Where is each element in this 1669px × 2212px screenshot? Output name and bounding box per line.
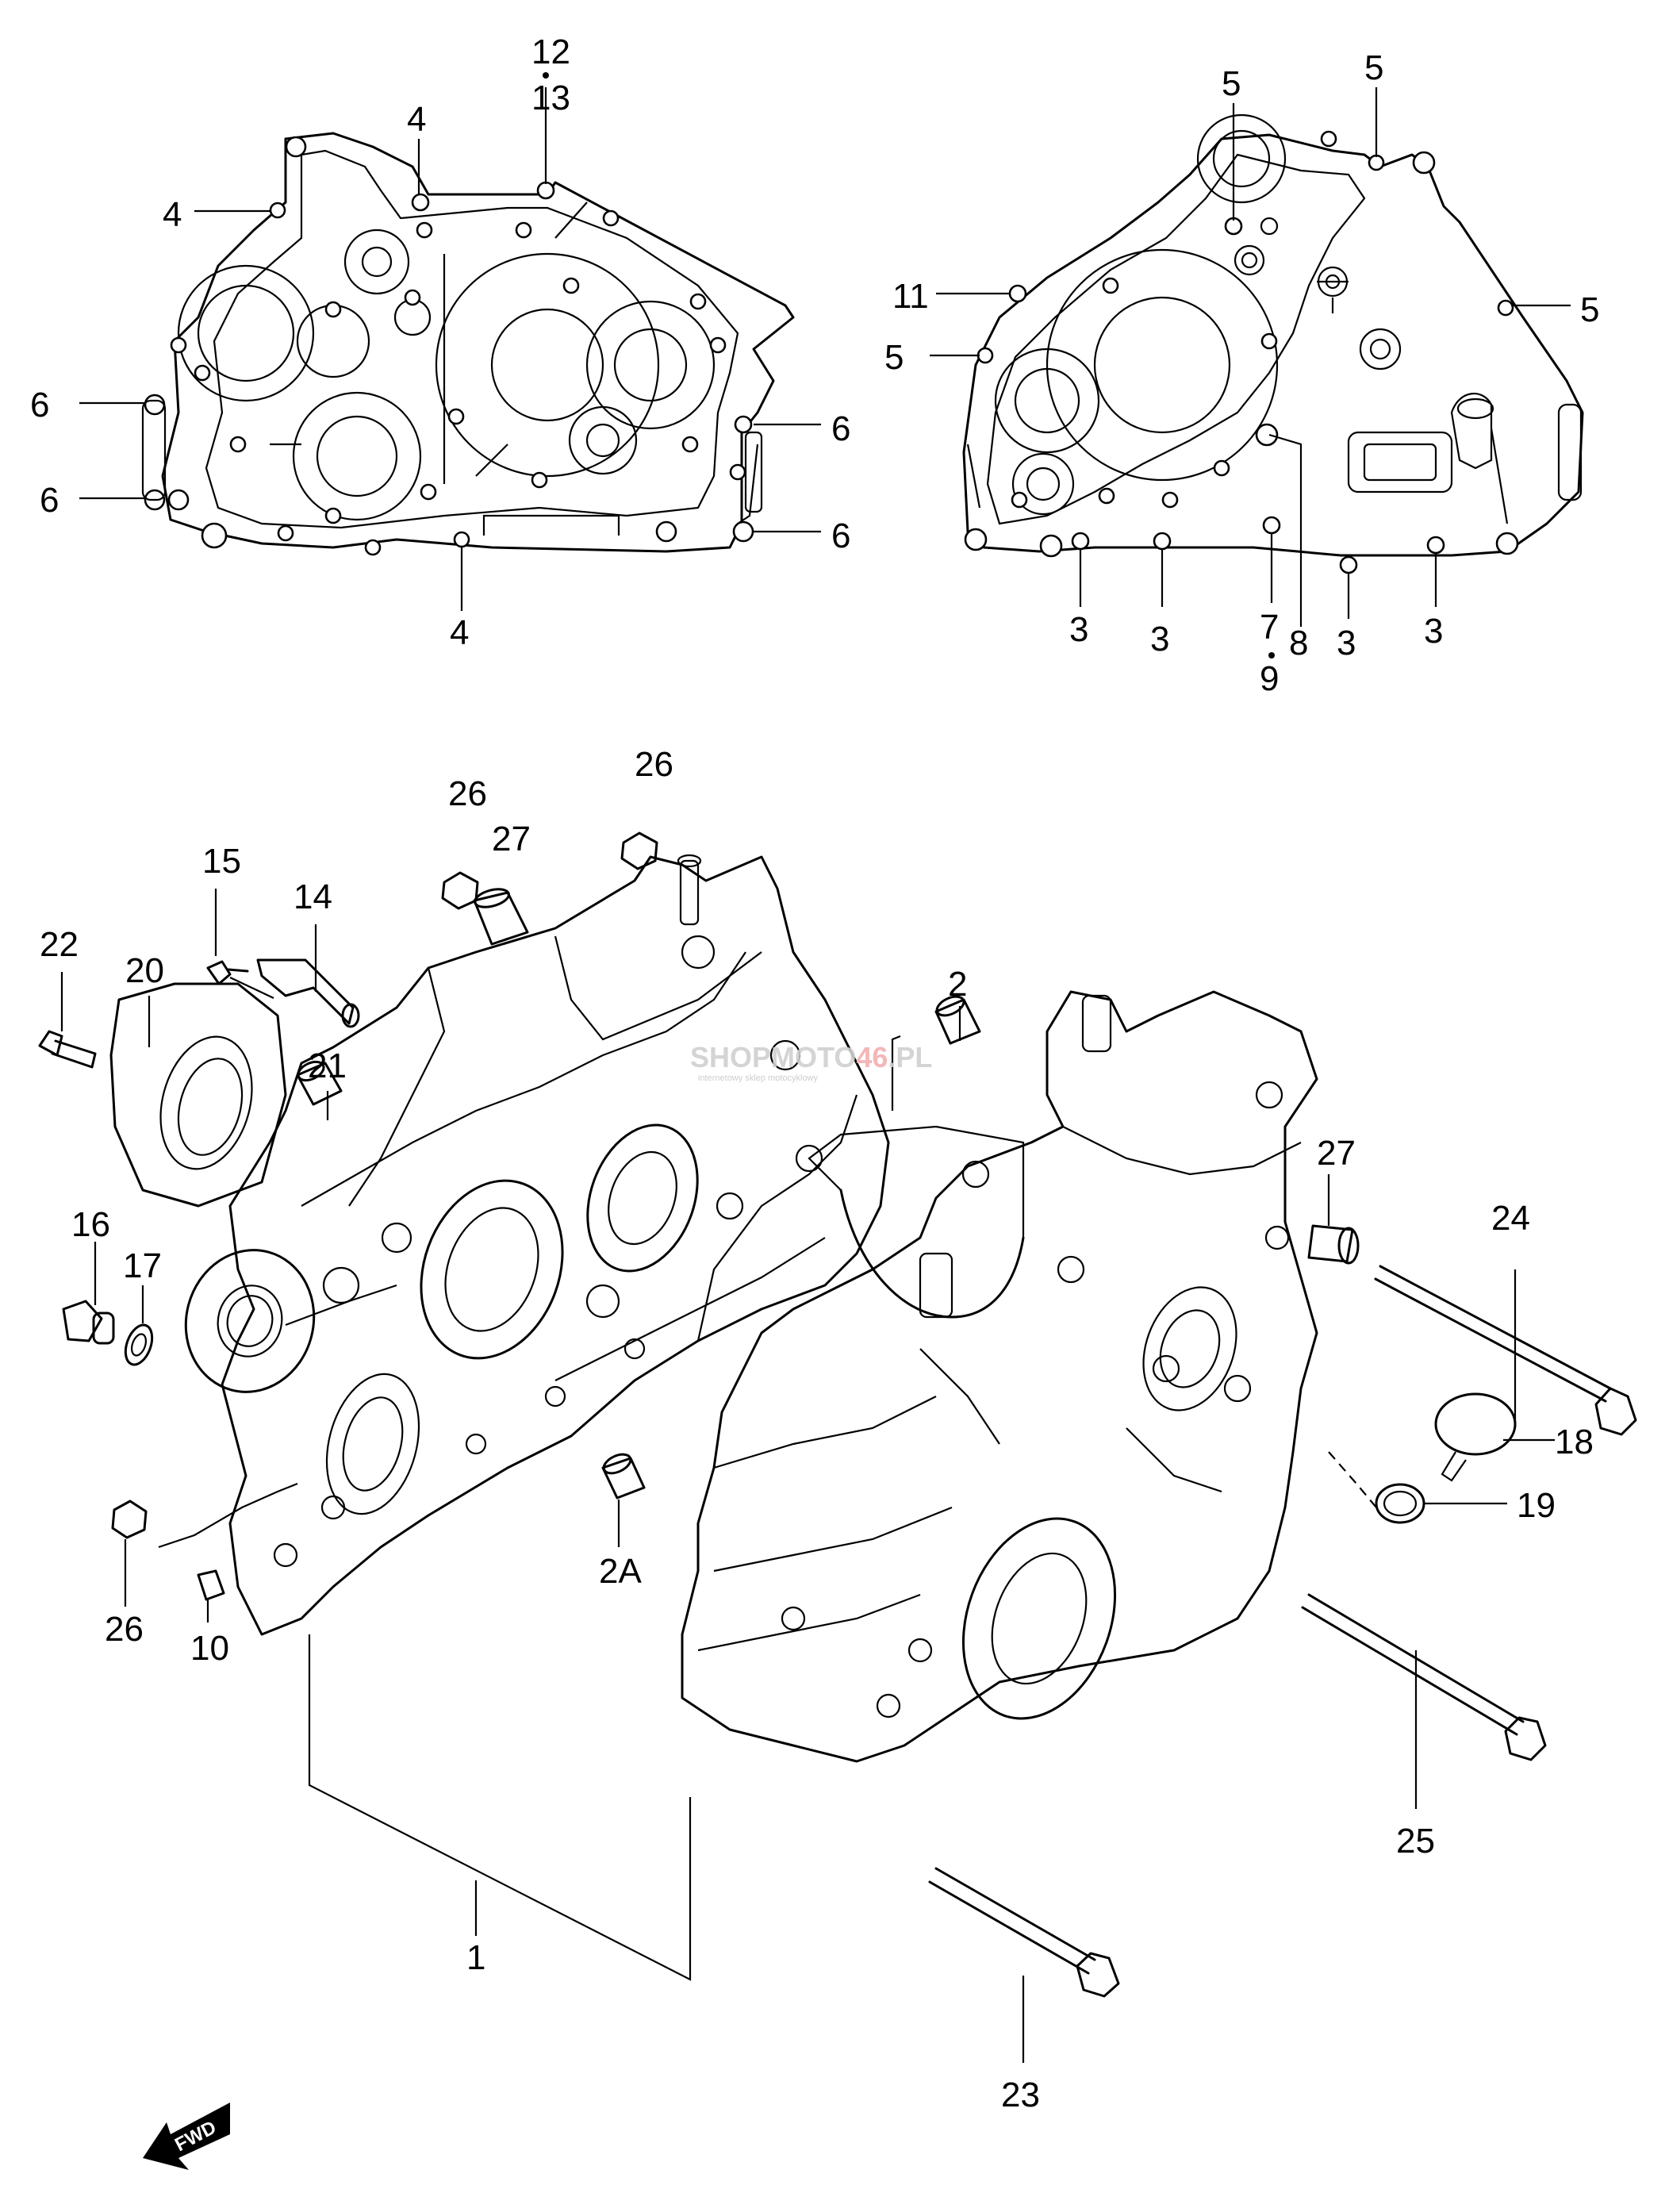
right-crankcase-inner-view — [962, 113, 1584, 574]
svg-text:SHOPMOTO46.PL: SHOPMOTO46.PL — [690, 1041, 932, 1073]
callout-4b: 4 — [163, 195, 182, 234]
watermark-part2: 46 — [856, 1041, 888, 1073]
callout-9: 9 — [1260, 659, 1279, 698]
callout-14: 14 — [294, 878, 332, 916]
callout-8: 8 — [1289, 624, 1308, 662]
right-crankcase-half-exploded — [681, 990, 1318, 1763]
watermark-part1: SHOPMOTO — [690, 1041, 856, 1073]
callout-20: 20 — [125, 951, 164, 990]
callout-5d: 5 — [884, 338, 904, 377]
callout-12: 12 — [531, 33, 570, 71]
callout-2A: 2A — [599, 1552, 642, 1591]
callout-6d: 6 — [831, 517, 850, 555]
callout-5b: 5 — [1364, 48, 1383, 87]
callout-5a: 5 — [1222, 64, 1241, 103]
callout-6c: 6 — [831, 409, 850, 448]
callout-6a: 6 — [30, 386, 49, 424]
left-crankcase-half-exploded — [221, 854, 890, 1636]
callout-17: 17 — [123, 1246, 162, 1285]
callout-7: 7 — [1260, 608, 1279, 647]
callout-1: 1 — [466, 1938, 485, 1977]
callout-18: 18 — [1555, 1423, 1594, 1461]
callout-3a: 3 — [1069, 610, 1088, 649]
callout-24: 24 — [1491, 1199, 1530, 1238]
left-crankcase-inner-view — [141, 132, 795, 556]
callout-3d: 3 — [1424, 612, 1443, 651]
callout-27b: 27 — [1317, 1134, 1356, 1173]
callout-13: 13 — [531, 79, 570, 117]
watermark-part3: .PL — [888, 1041, 932, 1073]
callout-10: 10 — [190, 1629, 229, 1668]
callout-6b: 6 — [40, 481, 59, 520]
callout-3c: 3 — [1337, 624, 1356, 662]
watermark: SHOPMOTO46.PL internetowy sklep motocykl… — [690, 1041, 932, 1083]
callout-16: 16 — [71, 1205, 110, 1244]
top-right-leaders — [930, 87, 1571, 659]
callout-labels: 12 13 4 4 4 6 6 6 6 5 5 5 5 11 3 3 3 3 7… — [30, 33, 1599, 2114]
callout-23: 23 — [1001, 2076, 1040, 2114]
callout-4a: 4 — [407, 100, 426, 139]
callout-5c: 5 — [1580, 290, 1599, 329]
callout-25: 25 — [1396, 1822, 1435, 1861]
callout-19: 19 — [1517, 1486, 1556, 1525]
callout-3b: 3 — [1150, 620, 1169, 659]
callout-22: 22 — [40, 925, 79, 964]
callout-2: 2 — [948, 965, 967, 1004]
watermark-sub: internetowy sklep motocyklowy — [698, 1073, 819, 1083]
fwd-arrow: FWD — [143, 2103, 230, 2170]
callout-27a: 27 — [492, 820, 531, 858]
callout-26c: 26 — [105, 1610, 144, 1649]
callout-15: 15 — [202, 842, 241, 881]
callout-26b: 26 — [635, 745, 673, 784]
callout-26a: 26 — [448, 774, 487, 813]
bottom-leaders — [60, 889, 1555, 2063]
callout-21: 21 — [308, 1046, 347, 1085]
top-left-leaders — [79, 72, 821, 611]
callout-4c: 4 — [450, 613, 469, 652]
callout-11: 11 — [892, 277, 929, 316]
